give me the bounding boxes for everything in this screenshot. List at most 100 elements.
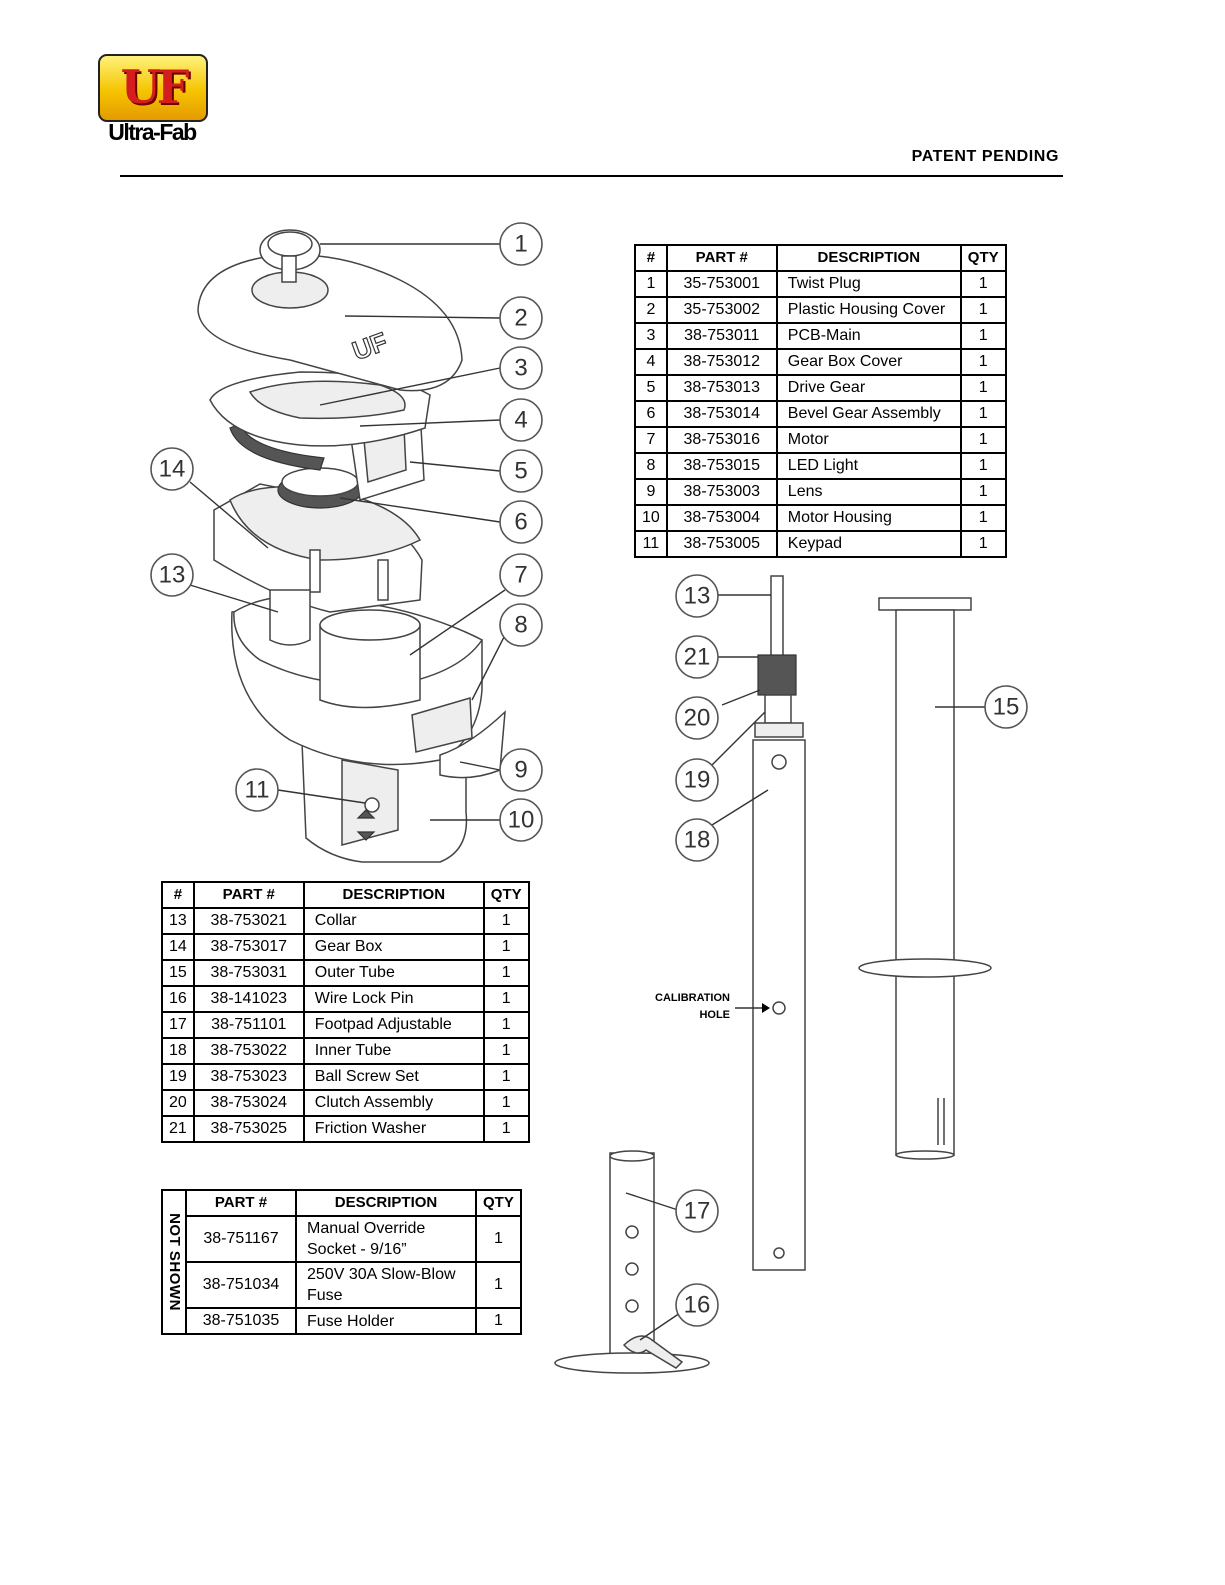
- svg-text:16: 16: [684, 1292, 711, 1319]
- cell-number: 4: [634, 348, 668, 376]
- collar-stub: [269, 589, 311, 646]
- cell-description: Footpad Adjustable: [302, 1011, 485, 1039]
- callout-8: 8: [499, 603, 543, 647]
- cell-part: 38-753016: [665, 426, 778, 454]
- calibration-label-line1: CALIBRATION: [655, 992, 730, 1004]
- plastic-housing-cover: [197, 254, 463, 392]
- logo-badge: UF: [98, 54, 208, 122]
- ball-screw-nut: [754, 722, 804, 738]
- cell-qty: 1: [482, 1063, 530, 1091]
- calibration-arrow-head: [762, 1003, 770, 1013]
- cell-part: 38-751035: [185, 1307, 297, 1335]
- col-qty-header: QTY: [475, 1189, 522, 1217]
- cell-qty: 1: [959, 270, 1007, 298]
- cell-qty: 1: [475, 1307, 522, 1335]
- svg-text:13: 13: [159, 562, 186, 589]
- svg-text:17: 17: [684, 1198, 711, 1225]
- header-rule: [120, 175, 1063, 177]
- svg-text:15: 15: [993, 694, 1020, 721]
- outer-tube: [895, 609, 955, 1156]
- callout-14: 14: [150, 447, 194, 491]
- cell-qty: 1: [959, 478, 1007, 506]
- cell-description: Twist Plug: [775, 270, 962, 298]
- leg-assembly-drawing: [554, 575, 992, 1374]
- callout-20: 20: [675, 696, 719, 740]
- cell-qty: 1: [482, 1115, 530, 1143]
- not-shown-label: NOT SHOWN: [166, 1213, 183, 1311]
- callout-21: 21: [675, 635, 719, 679]
- cell-number: 20: [161, 1089, 195, 1117]
- cell-description: Motor: [775, 426, 962, 454]
- cell-part: 38-753025: [192, 1115, 305, 1143]
- footpad-hole: [625, 1225, 639, 1239]
- friction-washer-clutch: [757, 654, 797, 696]
- callout-9: 9: [499, 748, 543, 792]
- cell-qty: 1: [959, 374, 1007, 402]
- twist-plug-stem: [281, 255, 297, 283]
- motor: [319, 624, 421, 709]
- col-part-header: PART #: [665, 244, 778, 272]
- outer-tube-flange: [858, 958, 992, 978]
- col-qty-header: QTY: [959, 244, 1007, 272]
- keypad-button: [364, 797, 380, 813]
- patent-pending-label: PATENT PENDING: [911, 148, 1059, 165]
- cell-description: Gear Box Cover: [775, 348, 962, 376]
- cell-part: 38-751101: [192, 1011, 305, 1039]
- pcb-main: [248, 380, 406, 420]
- bevel-gear-face: [281, 467, 359, 497]
- drive-gear-ring: [229, 423, 325, 471]
- cell-part: 38-751167: [185, 1215, 297, 1263]
- cell-number: 7: [634, 426, 668, 454]
- outer-tube-bottom: [895, 1150, 955, 1160]
- cell-description: Collar: [302, 907, 485, 935]
- cell-qty: 1: [482, 933, 530, 961]
- svg-text:6: 6: [514, 509, 527, 536]
- cell-number: 8: [634, 452, 668, 480]
- callout-5: 5: [499, 449, 543, 493]
- cell-description: Inner Tube: [302, 1037, 485, 1065]
- inner-tube-top-hole: [771, 754, 787, 770]
- svg-text:8: 8: [514, 612, 527, 639]
- cell-part: 38-753031: [192, 959, 305, 987]
- calibration-hole: [772, 1001, 786, 1015]
- cell-number: 9: [634, 478, 668, 506]
- twist-plug-cap: [267, 231, 313, 257]
- cell-description: Fuse Holder: [295, 1307, 477, 1335]
- footpad-base: [554, 1352, 710, 1374]
- cell-part: 38-753014: [665, 400, 778, 428]
- cell-number: 16: [161, 985, 195, 1013]
- svg-text:19: 19: [684, 767, 711, 794]
- not-shown-side-cell: NOT SHOWN: [161, 1189, 187, 1335]
- cell-part: 38-753017: [192, 933, 305, 961]
- cell-qty: 1: [475, 1215, 522, 1263]
- cell-description: Ball Screw Set: [302, 1063, 485, 1091]
- cell-qty: 1: [482, 959, 530, 987]
- col-number-header: #: [634, 244, 668, 272]
- calibration-hole-label: CALIBRATION HOLE: [648, 990, 730, 1024]
- cell-qty: 1: [959, 504, 1007, 532]
- logo-letters: UF: [120, 60, 190, 114]
- cell-part: 38-753021: [192, 907, 305, 935]
- cell-description: Plastic Housing Cover: [775, 296, 962, 324]
- cell-description: Keypad: [775, 530, 962, 558]
- calibration-label-line2: HOLE: [699, 1009, 730, 1021]
- col-part-header: PART #: [185, 1189, 297, 1217]
- housing-assembly-drawing: UF: [197, 229, 506, 863]
- svg-text:4: 4: [514, 407, 527, 434]
- callout-4: 4: [499, 398, 543, 442]
- cell-description: PCB-Main: [775, 322, 962, 350]
- cell-part: 38-753013: [665, 374, 778, 402]
- cell-part: 38-753012: [665, 348, 778, 376]
- cell-description: Bevel Gear Assembly: [775, 400, 962, 428]
- cell-number: 13: [161, 907, 195, 935]
